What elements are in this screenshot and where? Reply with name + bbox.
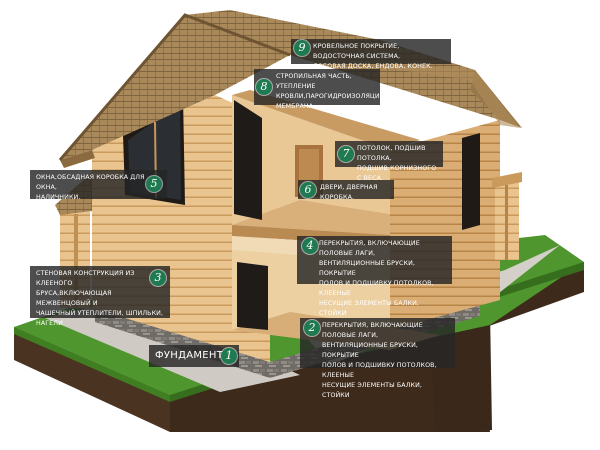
foundation-label: ФУНДАМЕНТ xyxy=(149,345,239,367)
badge-9: 9 xyxy=(294,40,310,56)
callout-floors-upper: ПЕРЕКРЫТИЯ, ВКЛЮЧАЮЩИЕ ПОЛОВЫЕ ЛАГИ, ВЕН… xyxy=(297,236,452,317)
main-roof xyxy=(60,15,290,160)
callout-roofing: КРОВЕЛЬНОЕ ПОКРЫТИЕ, ВОДОСТОЧНАЯ СИСТЕМА… xyxy=(291,39,451,70)
callout-walls: СТЕНОВАЯ КОНСТРУКЦИЯ ИЗ КЛЕЕНОГО БРУСА,В… xyxy=(30,266,170,327)
callout-rafters: СТРОПИЛЬНАЯ ЧАСТЬ, УТЕПЛЕНИЕ КРОВЛИ,ПАРО… xyxy=(254,69,403,110)
callout-windows: ОКНА,ОБСАДНАЯ КОРОБКА ДЛЯ ОКНА, НАЛИЧНИК… xyxy=(30,170,167,201)
callout-doors: ДВЕРИ, ДВЕРНАЯ КОРОБКА. xyxy=(298,180,394,201)
badge-4: 4 xyxy=(302,238,318,254)
callout-floors-lower: ПЕРЕКРЫТИЯ, ВКЛЮЧАЮЩИЕ ПОЛОВЫЕ ЛАГИ, ВЕН… xyxy=(300,318,455,399)
badge-3: 3 xyxy=(150,270,166,286)
badge-2: 2 xyxy=(304,320,320,336)
soil-block xyxy=(14,327,170,432)
badge-1: 1 xyxy=(221,348,237,364)
badge-6: 6 xyxy=(300,182,316,198)
badge-7: 7 xyxy=(338,146,354,162)
badge-8: 8 xyxy=(256,79,272,95)
roof-right-slope xyxy=(185,10,500,120)
badge-5: 5 xyxy=(146,176,162,192)
